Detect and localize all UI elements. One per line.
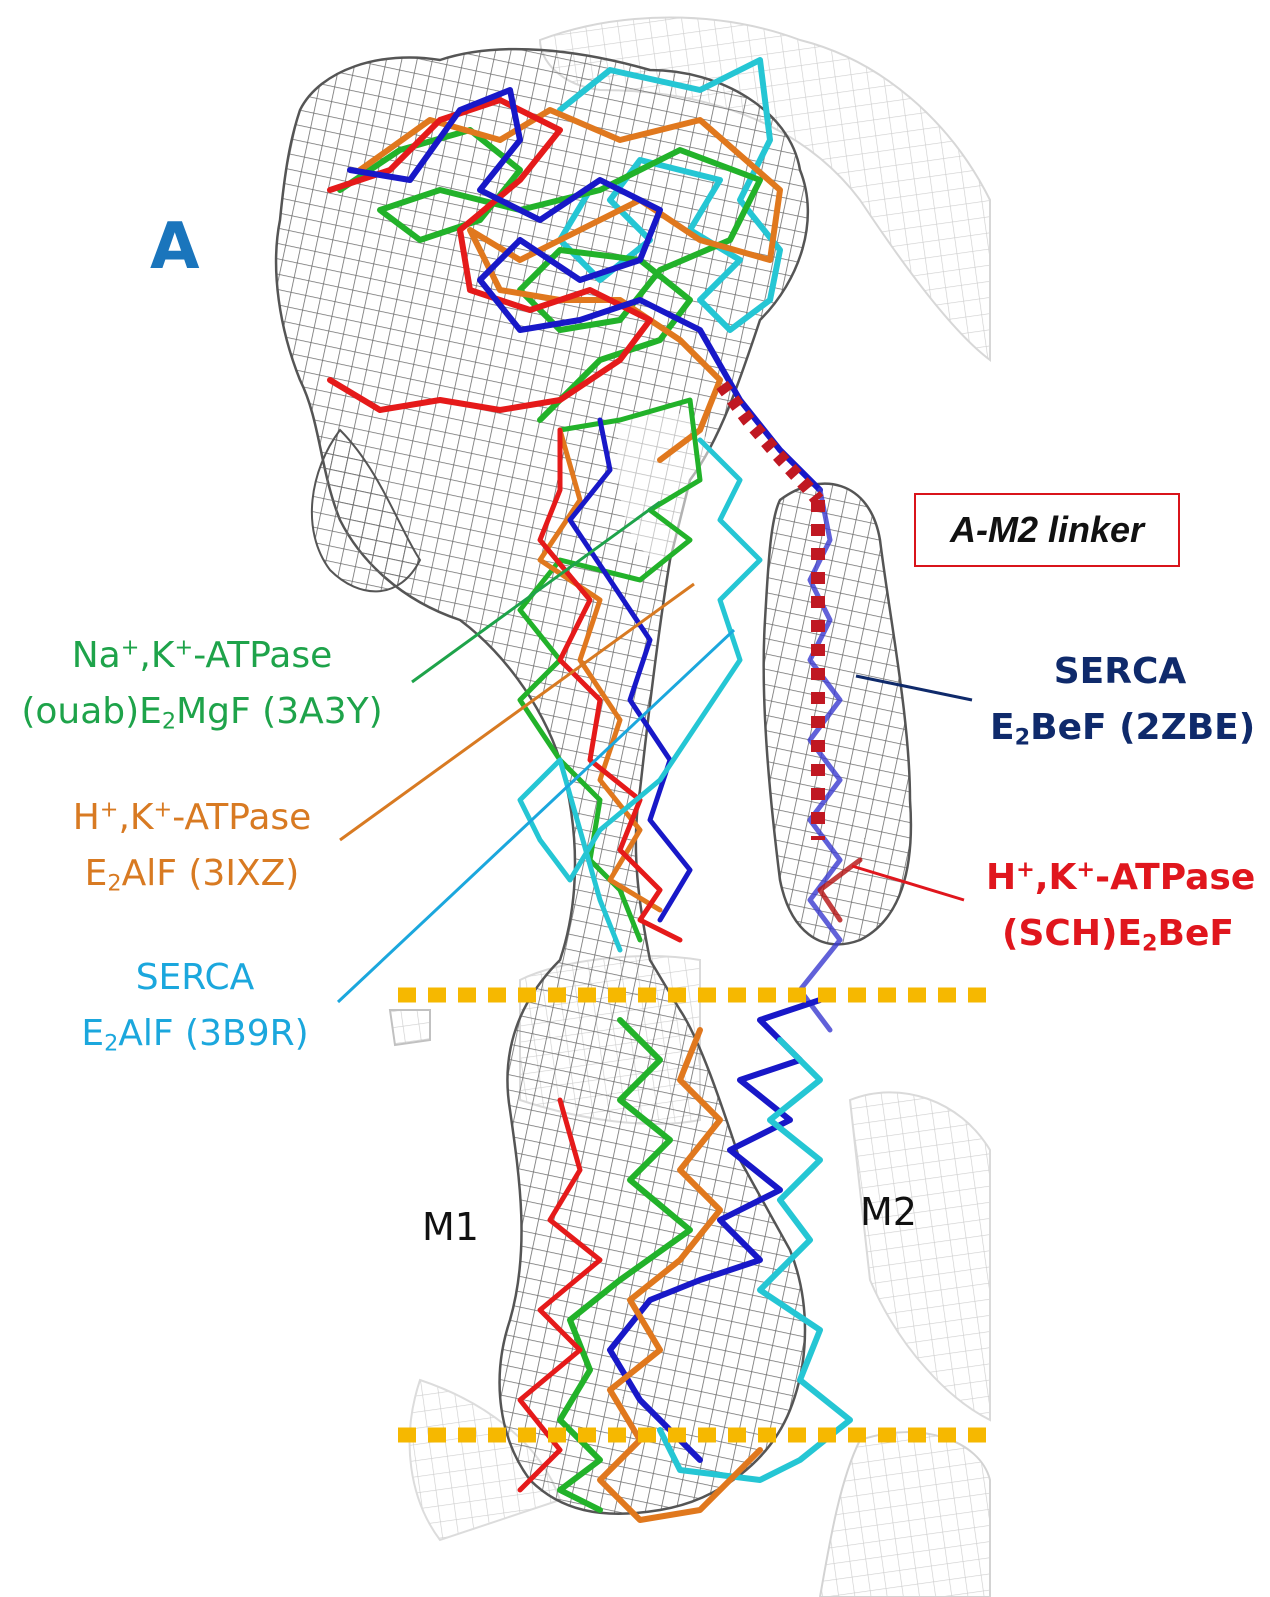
label-serca-alf: SERCA E2AlF (3B9R) [70, 950, 320, 1062]
label-h-k-atpase-bef: H+,K+-ATPase (SCH)E2BeF [986, 850, 1250, 962]
label-na-k-atpase: Na+,K+-ATPase (ouab)E2MgF (3A3Y) [10, 628, 394, 740]
label-m1: M1 [422, 1205, 479, 1249]
panel-letter: A [150, 210, 200, 284]
linker-label: A-M2 linker [950, 509, 1144, 551]
linker-label-box: A-M2 linker [914, 493, 1180, 567]
label-m2: M2 [860, 1190, 917, 1234]
label-h-k-atpase-alf: H+,K+-ATPase E2AlF (3IXZ) [60, 790, 324, 902]
label-serca-bef: SERCA E2BeF (2ZBE) [990, 644, 1250, 756]
electron-density-map [276, 49, 911, 1514]
